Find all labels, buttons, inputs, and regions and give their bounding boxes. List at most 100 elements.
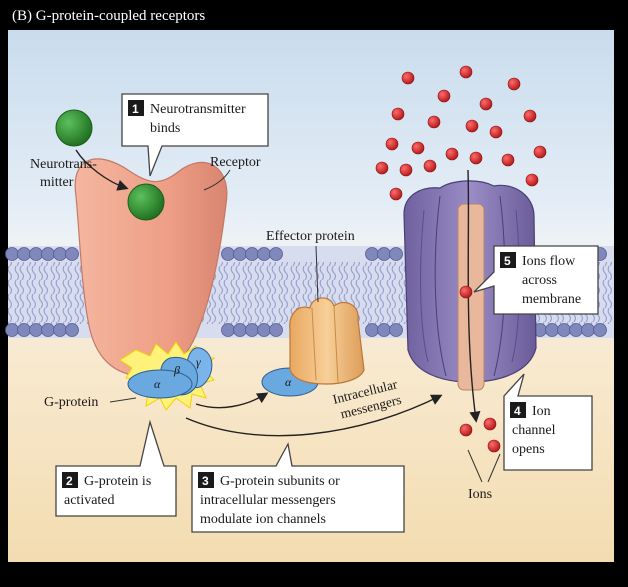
binding-arrow — [75, 149, 129, 191]
ion — [525, 173, 539, 187]
receptor-label: Receptor — [210, 155, 261, 170]
lipid-head — [569, 323, 583, 337]
ion — [501, 153, 515, 167]
ion — [523, 109, 537, 123]
lipid-head — [5, 323, 19, 337]
ion-channel — [403, 180, 537, 391]
lipid-head — [65, 247, 79, 261]
svg-text:G-protein subunits or: G-protein subunits or — [220, 474, 340, 489]
lipid-heads-bottom — [5, 323, 607, 337]
lipid-head — [17, 247, 31, 261]
svg-text:opens: opens — [512, 442, 545, 457]
beta-label: β — [173, 363, 180, 377]
ion — [507, 77, 521, 91]
lipid-head — [17, 323, 31, 337]
svg-text:across: across — [522, 273, 557, 288]
effector-protein — [289, 297, 365, 385]
lipid-head — [257, 323, 271, 337]
effector-protein-label: Effector protein — [266, 229, 355, 244]
lipid-head — [593, 323, 607, 337]
ion — [459, 285, 473, 299]
ion — [489, 125, 503, 139]
g-protein-complex: α β γ — [127, 347, 213, 399]
svg-text:5: 5 — [504, 254, 511, 268]
svg-text:2: 2 — [66, 474, 73, 488]
svg-text:G-protein is: G-protein is — [84, 474, 151, 489]
step-1-callout: 1 Neurotransmitter binds — [121, 93, 269, 177]
ion — [399, 163, 413, 177]
ion — [445, 147, 459, 161]
ion — [437, 89, 451, 103]
lipid-head — [377, 323, 391, 337]
neurotransmitter-label-line1: Neurotrans- — [30, 157, 97, 172]
lipid-head — [557, 323, 571, 337]
lipid-head — [269, 323, 283, 337]
svg-text:Neurotransmitter: Neurotransmitter — [150, 102, 246, 117]
ion — [411, 141, 425, 155]
lipid-head — [29, 323, 43, 337]
lipid-head — [377, 247, 391, 261]
svg-text:membrane: membrane — [522, 292, 581, 307]
lipid-head — [65, 323, 79, 337]
svg-text:Ions flow: Ions flow — [522, 254, 576, 269]
lipid-head — [5, 247, 19, 261]
ion — [469, 151, 483, 165]
lipid-head — [233, 247, 247, 261]
lipid-head — [581, 323, 595, 337]
lipid-head — [365, 247, 379, 261]
lipid-head — [245, 323, 259, 337]
lipid-head — [389, 247, 403, 261]
svg-text:4: 4 — [514, 404, 521, 418]
alpha-release-arrow — [195, 392, 269, 409]
lipid-head — [389, 323, 403, 337]
receptor-protein — [74, 158, 228, 377]
ion — [459, 423, 473, 437]
lipid-head — [41, 247, 55, 261]
lipid-head — [41, 323, 55, 337]
neurotransmitter-label-line2: mitter — [40, 175, 74, 190]
ions-group — [375, 65, 547, 453]
svg-text:intracellular messengers: intracellular messengers — [200, 493, 336, 508]
ion — [483, 417, 497, 431]
lipid-head — [221, 323, 235, 337]
svg-text:1: 1 — [132, 102, 139, 116]
ion — [401, 71, 415, 85]
svg-text:channel: channel — [512, 423, 556, 438]
step-5-callout: 5 Ions flow across membrane — [473, 245, 599, 315]
ion — [533, 145, 547, 159]
lipid-head — [53, 323, 67, 337]
ion — [385, 137, 399, 151]
lipid-head — [221, 247, 235, 261]
step-2-callout: 2 G-protein is activated — [55, 419, 177, 517]
ion — [391, 107, 405, 121]
ion — [423, 159, 437, 173]
lipid-head — [245, 247, 259, 261]
bound-neurotransmitter — [127, 183, 165, 221]
g-protein-label: G-protein — [44, 395, 98, 410]
channel-pore — [457, 203, 485, 391]
ion — [487, 439, 501, 453]
lipid-head — [269, 247, 283, 261]
svg-text:binds: binds — [150, 121, 180, 136]
step-4-callout: 4 Ion channel opens — [503, 373, 593, 471]
svg-text:modulate ion channels: modulate ion channels — [200, 512, 326, 527]
ion — [389, 187, 403, 201]
figure-title: (B) G-protein-coupled receptors — [12, 8, 205, 24]
step-3-callout: 3 G-protein subunits or intracellular me… — [191, 442, 405, 533]
ion — [375, 161, 389, 175]
ion — [479, 97, 493, 111]
lipid-head — [53, 247, 67, 261]
ion — [465, 119, 479, 133]
lipid-head — [233, 323, 247, 337]
lipid-head — [545, 323, 559, 337]
ion — [459, 65, 473, 79]
lipid-head — [365, 323, 379, 337]
ions-label: Ions — [468, 487, 492, 502]
svg-text:activated: activated — [64, 493, 115, 508]
free-neurotransmitter — [55, 109, 93, 147]
svg-text:Ion: Ion — [532, 404, 551, 419]
alpha-subunit-bound — [127, 369, 193, 399]
lipid-head — [257, 247, 271, 261]
